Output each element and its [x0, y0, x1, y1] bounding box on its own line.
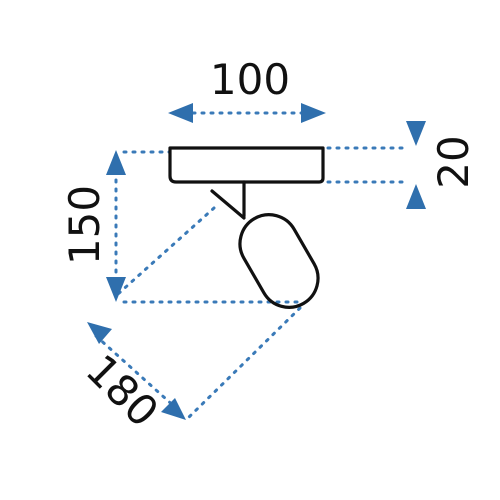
spotlight-body [238, 213, 320, 309]
height-arrow-top [106, 150, 126, 175]
height-arrow-bottom [106, 277, 126, 302]
reach-label: 180 [77, 345, 168, 436]
reach-guide-upper [116, 206, 216, 296]
reach-arrow-start [87, 322, 112, 344]
width-arrow-left [168, 103, 193, 123]
depth-arrow-top [406, 121, 426, 146]
reach-guide-line [94, 334, 178, 410]
ceiling-base [168, 146, 325, 184]
reach-arrow-end [161, 398, 186, 420]
arrowheads [87, 103, 426, 420]
guide-lines [94, 111, 410, 422]
depth-label: 20 [429, 135, 478, 188]
lamp-drawing [168, 146, 325, 309]
lamp-arm [210, 189, 246, 220]
height-label: 150 [60, 185, 109, 265]
reach-guide-lower [184, 306, 302, 422]
width-arrow-right [301, 103, 326, 123]
width-label: 100 [210, 55, 290, 104]
depth-arrow-bottom [406, 184, 426, 209]
